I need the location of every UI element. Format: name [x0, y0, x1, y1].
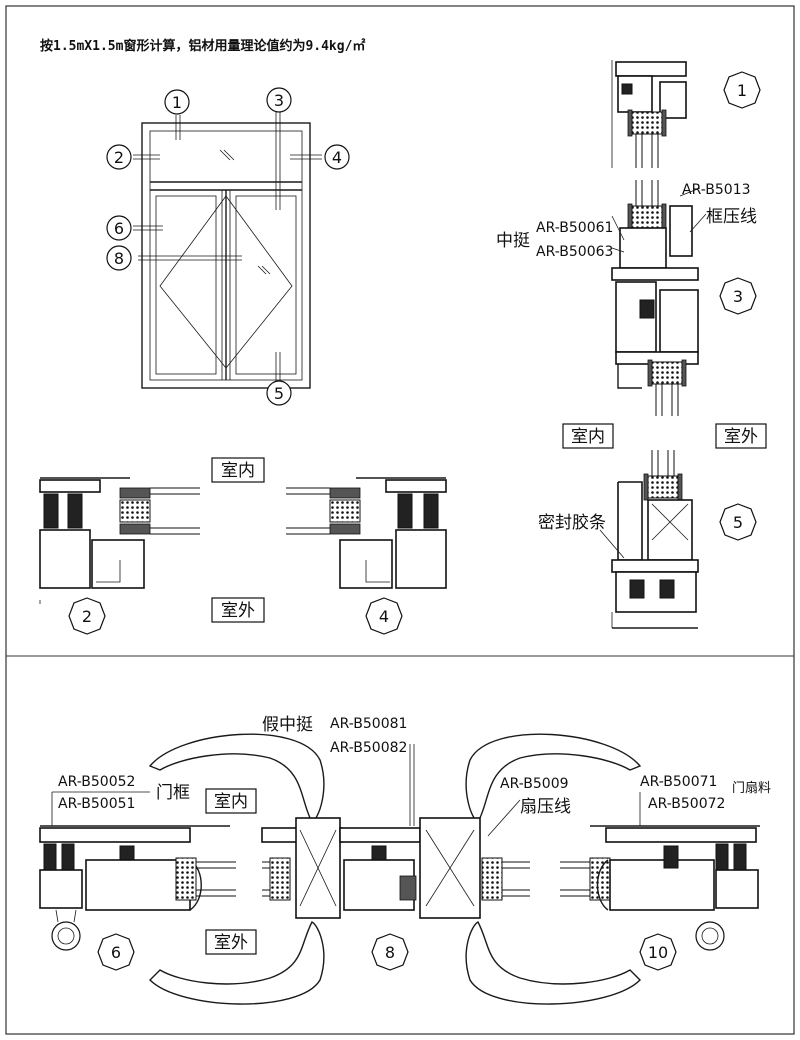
callout-3-elev: 3 [266, 87, 292, 113]
section-4-detail [286, 477, 447, 589]
section-8-detail [261, 744, 530, 919]
part-code-b5009: AR-B5009 [500, 776, 569, 792]
callout-label: 2 [114, 148, 124, 167]
callout-label: 6 [114, 219, 124, 238]
part-code-b50082: AR-B50082 [330, 740, 407, 756]
window-elevation [133, 112, 322, 389]
part-code-b50061: AR-B50061 [536, 220, 613, 236]
indoor-text: 室内 [214, 792, 248, 812]
indoor-label-mid: 室内 [211, 457, 265, 483]
outdoor-label-mid: 室外 [211, 597, 265, 623]
outdoor-text: 室外 [214, 933, 248, 953]
callout-4: 4 [365, 597, 403, 635]
part-code-b50081: AR-B50081 [330, 716, 407, 732]
part-code-b50072: AR-B50072 [648, 796, 725, 812]
callout-5-elev: 5 [266, 380, 292, 406]
part-code-b5013: AR-B5013 [682, 182, 751, 198]
outdoor-text: 室外 [221, 601, 255, 621]
callout-label: 5 [274, 384, 284, 403]
callout-label: 2 [82, 607, 92, 626]
callout-label: 8 [114, 249, 124, 268]
part-code-b50051: AR-B50051 [58, 796, 135, 812]
door-sash-label: 门扇料 [732, 780, 771, 796]
callout-10: 10 [639, 933, 677, 971]
door-frame-label: 门框 [156, 783, 190, 803]
sheet-border [5, 5, 795, 1035]
outdoor-text: 室外 [724, 427, 758, 447]
part-code-b50071: AR-B50071 [640, 774, 717, 790]
callout-label: 4 [332, 148, 342, 167]
seal-strip-label: 密封胶条 [538, 513, 606, 533]
section-5-detail [599, 450, 699, 629]
callout-4-elev: 4 [324, 144, 350, 170]
callout-6-elev: 6 [106, 215, 132, 241]
section-3-detail [611, 180, 707, 416]
callout-label: 1 [737, 81, 747, 100]
callout-6: 6 [97, 933, 135, 971]
callout-3: 3 [719, 277, 757, 315]
callout-2-elev: 2 [106, 144, 132, 170]
fake-mullion-label: 假中挺 [262, 715, 313, 735]
callout-8-elev: 8 [106, 245, 132, 271]
callout-5: 5 [719, 503, 757, 541]
callout-8: 8 [371, 933, 409, 971]
indoor-text: 室内 [221, 461, 255, 481]
callout-label: 8 [385, 943, 395, 962]
section-10-detail [560, 825, 760, 951]
part-code-b50052: AR-B50052 [58, 774, 135, 790]
callout-label: 4 [379, 607, 389, 626]
indoor-text: 室内 [571, 427, 605, 447]
callout-label: 5 [733, 513, 743, 532]
callout-label: 3 [274, 91, 284, 110]
callout-1: 1 [723, 71, 761, 109]
sash-bead-label: 扇压线 [520, 797, 571, 817]
part-code-b50063: AR-B50063 [536, 244, 613, 260]
section-6-detail [39, 825, 236, 951]
callout-1-elev: 1 [164, 89, 190, 115]
callout-label: 6 [111, 943, 121, 962]
callout-label: 1 [172, 93, 182, 112]
outdoor-label-bottom: 室外 [205, 929, 257, 955]
callout-label: 10 [648, 943, 668, 962]
indoor-label-right: 室内 [562, 423, 614, 449]
mullion-label: 中挺 [496, 231, 530, 251]
indoor-label-bottom: 室内 [205, 788, 257, 814]
callout-2: 2 [68, 597, 106, 635]
section-1-detail [611, 60, 687, 168]
outdoor-label-right: 室外 [715, 423, 767, 449]
callout-label: 3 [733, 287, 743, 306]
page-title: 按1.5mX1.5m窗形计算，铝材用量理论值约为9.4kg/㎡ [40, 38, 365, 54]
section-2-detail [39, 477, 200, 604]
frame-bead-label: 框压线 [706, 207, 757, 227]
